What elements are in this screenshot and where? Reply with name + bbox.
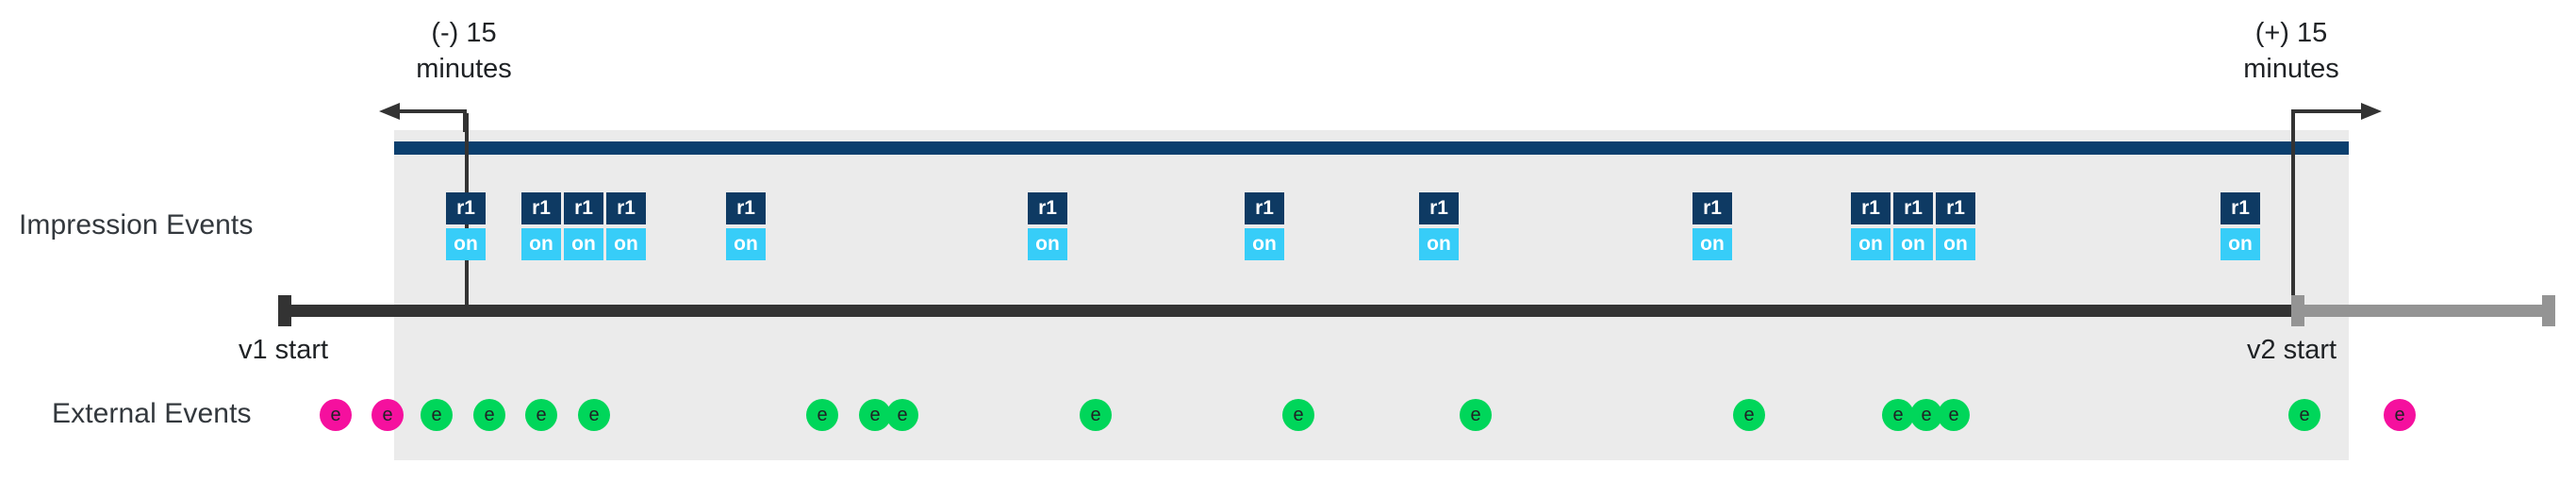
external-event-dot-green[interactable]: e <box>1460 399 1492 431</box>
version-navy-bar <box>394 141 2349 155</box>
impression-rule-token[interactable]: r1 <box>564 192 603 224</box>
impression-rule-token[interactable]: r1 <box>1693 192 1732 224</box>
impression-state-token[interactable]: on <box>1693 228 1732 260</box>
external-event-dot-green[interactable]: e <box>473 399 505 431</box>
impression-rule-token[interactable]: r1 <box>1893 192 1933 224</box>
impression-rule-token[interactable]: r1 <box>1028 192 1067 224</box>
external-events-label: External Events <box>52 398 252 429</box>
impression-rule-token[interactable]: r1 <box>726 192 766 224</box>
external-event-dot-green[interactable]: e <box>886 399 918 431</box>
impression-state-token[interactable]: on <box>564 228 603 260</box>
v2-start-cap <box>2291 295 2304 326</box>
right-arrow-icon <box>2291 103 2382 132</box>
callout-right-line2: minutes <box>2243 54 2339 84</box>
impression-state-token[interactable]: on <box>446 228 486 260</box>
impression-rule-token[interactable]: r1 <box>521 192 561 224</box>
external-event-dot-green[interactable]: e <box>1282 399 1314 431</box>
impression-state-token[interactable]: on <box>1245 228 1284 260</box>
impression-rule-token[interactable]: r1 <box>2221 192 2260 224</box>
v1-start-label: v1 start <box>239 335 329 365</box>
callout-minus-15-minutes: (-) 15 minutes <box>337 15 591 87</box>
external-event-dot-green[interactable]: e <box>2288 399 2320 431</box>
impression-rule-token[interactable]: r1 <box>1245 192 1284 224</box>
external-event-dot-green[interactable]: e <box>1733 399 1765 431</box>
impression-rule-token[interactable]: r1 <box>446 192 486 224</box>
impression-state-token[interactable]: on <box>1851 228 1891 260</box>
external-event-dot-green[interactable]: e <box>859 399 891 431</box>
external-event-dot-pink[interactable]: e <box>2384 399 2416 431</box>
external-event-dot-green[interactable]: e <box>525 399 557 431</box>
v1-timeline-bar <box>278 305 2291 317</box>
impression-state-token[interactable]: on <box>1893 228 1933 260</box>
impression-state-token[interactable]: on <box>521 228 561 260</box>
impression-events-label: Impression Events <box>19 209 254 240</box>
v2-end-cap <box>2542 295 2555 326</box>
impression-rule-token[interactable]: r1 <box>1419 192 1459 224</box>
impression-state-token[interactable]: on <box>726 228 766 260</box>
impression-state-token[interactable]: on <box>2221 228 2260 260</box>
callout-right-line1: (+) 15 <box>2254 18 2328 48</box>
external-event-dot-green[interactable]: e <box>806 399 838 431</box>
callout-left-line1: (-) 15 <box>431 18 497 48</box>
external-event-dot-green[interactable]: e <box>1910 399 1942 431</box>
external-event-dot-green[interactable]: e <box>1882 399 1914 431</box>
external-event-dot-green[interactable]: e <box>1938 399 1970 431</box>
impression-rule-token[interactable]: r1 <box>606 192 646 224</box>
marker-line-plus-15 <box>2291 113 2295 307</box>
impression-state-token[interactable]: on <box>1936 228 1975 260</box>
impression-state-token[interactable]: on <box>1419 228 1459 260</box>
impression-rule-token[interactable]: r1 <box>1851 192 1891 224</box>
impression-rule-token[interactable]: r1 <box>1936 192 1975 224</box>
impression-state-token[interactable]: on <box>606 228 646 260</box>
impression-state-token[interactable]: on <box>1028 228 1067 260</box>
external-event-dot-green[interactable]: e <box>1080 399 1112 431</box>
external-event-dot-pink[interactable]: e <box>372 399 404 431</box>
observation-window-band <box>394 130 2349 460</box>
callout-left-line2: minutes <box>416 54 512 84</box>
external-event-dot-green[interactable]: e <box>578 399 610 431</box>
external-event-dot-green[interactable]: e <box>421 399 453 431</box>
v2-timeline-bar <box>2291 305 2555 317</box>
v2-start-label: v2 start <box>2247 335 2337 365</box>
callout-plus-15-minutes: (+) 15 minutes <box>2164 15 2419 87</box>
external-event-dot-pink[interactable]: e <box>320 399 352 431</box>
